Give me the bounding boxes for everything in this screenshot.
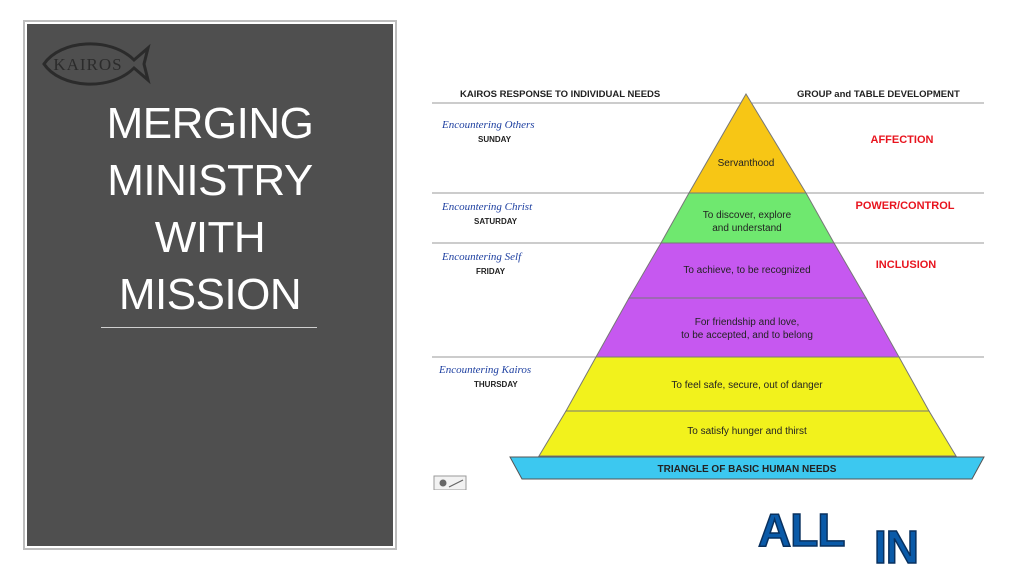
left-day-saturday: SATURDAY (474, 217, 518, 226)
right-label-inclusion: INCLUSION (876, 259, 937, 271)
logo-text: KAIROS (53, 55, 122, 74)
header-right: GROUP and TABLE DEVELOPMENT (797, 89, 960, 100)
level-hunger (538, 410, 957, 457)
right-label-power: POWER/CONTROL (856, 200, 955, 212)
left-day-sunday: SUNDAY (478, 135, 512, 144)
left-day-thursday: THURSDAY (474, 380, 518, 389)
level-text-belong-1: For friendship and love, (695, 317, 800, 328)
base-text: TRIANGLE OF BASIC HUMAN NEEDS (658, 464, 837, 475)
all-in-word-all: ALL (758, 505, 844, 556)
title-line-4: MISSION (118, 270, 302, 319)
left-day-friday: FRIDAY (476, 267, 506, 276)
needs-pyramid-diagram: KAIROS RESPONSE TO INDIVIDUAL NEEDS GROU… (432, 89, 985, 490)
level-text-safe: To feel safe, secure, out of danger (671, 380, 823, 391)
level-text-belong-2: to be accepted, and to belong (681, 330, 813, 341)
kairos-fish-logo: KAIROS (42, 42, 151, 86)
slide-title: MERGING MINISTRY WITH MISSION (60, 95, 360, 323)
title-divider (101, 327, 317, 328)
level-servanthood (688, 93, 807, 194)
pyramid-base (509, 456, 985, 480)
level-text-servanthood: Servanthood (718, 158, 775, 169)
left-label-self: Encountering Self (441, 251, 523, 263)
header-left: KAIROS RESPONSE TO INDIVIDUAL NEEDS (460, 89, 660, 100)
level-text-discover-2: and understand (712, 223, 782, 234)
level-text-achieve: To achieve, to be recognized (683, 265, 810, 276)
title-line-3: WITH (154, 213, 266, 262)
title-line-1: MERGING (106, 99, 314, 148)
level-text-discover-1: To discover, explore (703, 210, 792, 221)
title-panel (27, 24, 393, 546)
level-text-hunger: To satisfy hunger and thirst (687, 426, 807, 437)
title-line-2: MINISTRY (107, 156, 313, 205)
embedded-object-icon (433, 475, 467, 490)
all-in-word-in: IN (874, 521, 918, 565)
all-in-logo: ALL IN (757, 505, 920, 565)
left-label-christ: Encountering Christ (441, 201, 533, 213)
right-label-affection: AFFECTION (871, 134, 934, 146)
left-label-kairos: Encountering Kairos (438, 364, 531, 376)
left-label-others: Encountering Others (441, 119, 535, 131)
